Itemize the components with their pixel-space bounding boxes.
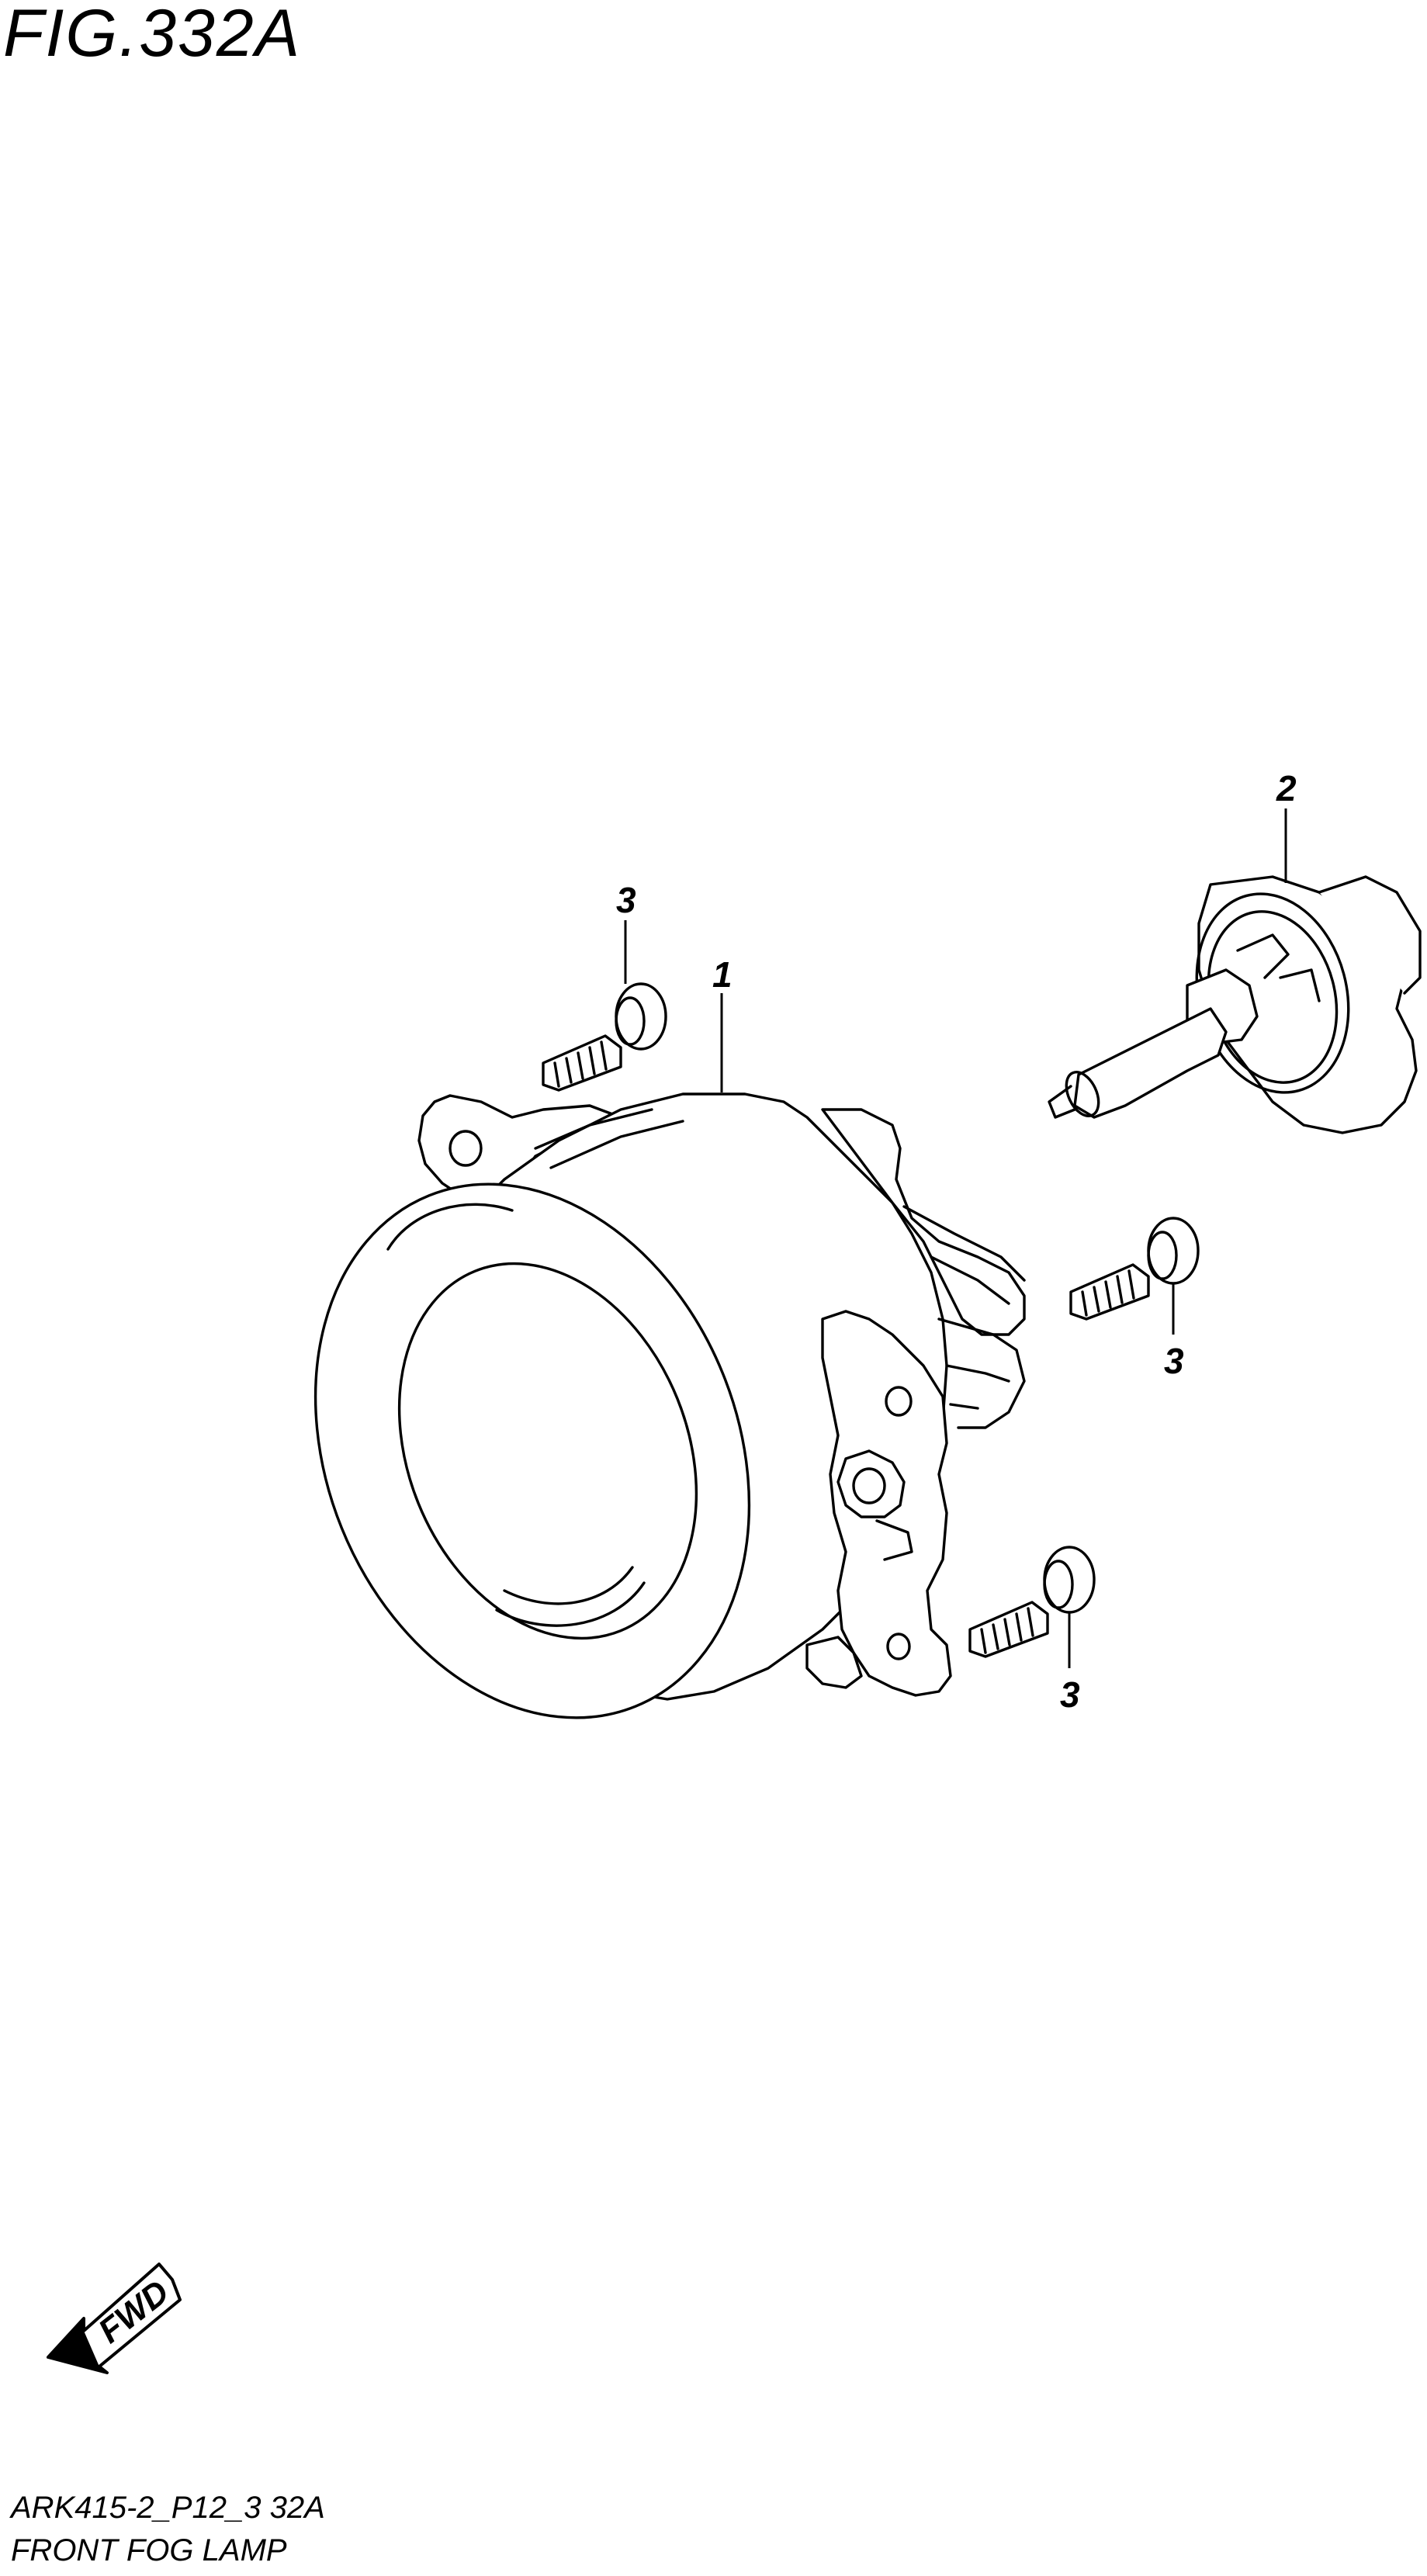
fog-lamp-assembly <box>313 1092 1026 1719</box>
figure-title: FIG.332A <box>3 0 301 71</box>
callout-3-right: 3 <box>1164 1341 1184 1381</box>
forward-arrow-icon: FWD <box>47 2263 182 2374</box>
callout-2: 2 <box>1276 768 1297 808</box>
diagram-code: ARK415-2_P12_3 32A <box>9 2491 325 2525</box>
diagram-caption: FRONT FOG LAMP <box>11 2533 287 2567</box>
bulb <box>1048 875 1422 1134</box>
screw-lower-right <box>968 1546 1096 1658</box>
screw-right <box>1069 1217 1200 1321</box>
callout-3-upper-left: 3 <box>616 880 636 920</box>
screw-upper-left <box>542 982 667 1092</box>
callout-3-lower-right: 3 <box>1060 1674 1080 1715</box>
callout-1: 1 <box>712 954 733 995</box>
